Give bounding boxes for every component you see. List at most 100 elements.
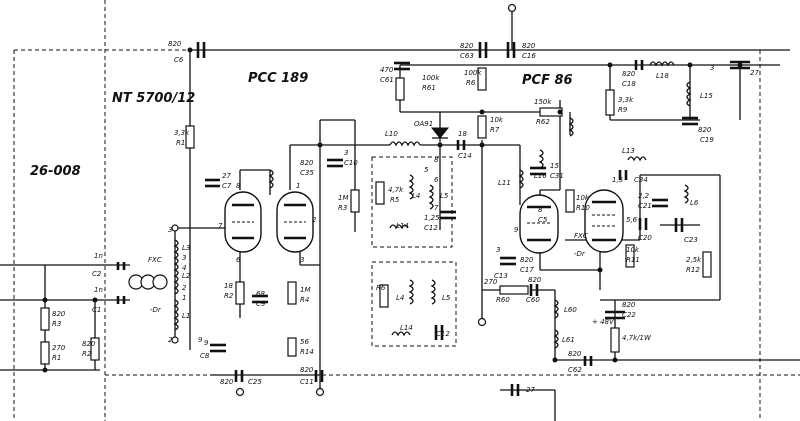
- label-l1: L1: [182, 312, 190, 320]
- label-c10-value: 3: [344, 149, 348, 157]
- label-r5-value: 4,7k: [388, 186, 404, 194]
- label-c12-name: C12: [424, 224, 438, 232]
- label-c8-name: C8: [200, 352, 210, 360]
- wiring: [0, 10, 800, 421]
- label-r3-value: 820: [52, 310, 66, 318]
- tube-pcc189-b: [276, 191, 314, 253]
- label-r1-name: R1: [176, 139, 185, 147]
- label-c6-value: 820: [168, 40, 182, 48]
- label-c61-name: C61: [380, 76, 394, 84]
- pin-3b: 3: [168, 226, 172, 234]
- label-c21-value: 2,2: [638, 192, 650, 200]
- label-r2-value: 18: [224, 282, 233, 290]
- label-c12-value: 1,25: [424, 214, 440, 222]
- label-r1b-name: R1: [52, 354, 61, 362]
- label-c7-name: C7: [222, 182, 232, 190]
- label-c61-value: 470: [380, 66, 394, 74]
- label-c13-value: 3: [496, 246, 500, 254]
- label-c35-value: 820: [300, 159, 314, 167]
- label-r2b-name: R2: [82, 350, 92, 358]
- label-c20-name: C20: [638, 234, 652, 242]
- label-r61-value: 100k: [422, 74, 440, 82]
- label-l13: L13: [622, 147, 635, 155]
- label-c5-name: C5: [538, 216, 548, 224]
- label-dr2: -Dr: [574, 250, 586, 258]
- label-r6-name: R6: [466, 79, 476, 87]
- label-r7-value: 10k: [490, 116, 504, 124]
- label-r4-name: R4: [300, 296, 309, 304]
- coils: [173, 61, 692, 349]
- label-c11-name: C11: [300, 378, 314, 386]
- label-c25-name: C25: [248, 378, 262, 386]
- label-c16-value: 820: [522, 42, 536, 50]
- label-l61: L61: [562, 336, 575, 344]
- pin-9b: 9: [198, 336, 203, 344]
- label-c17-name: C17: [520, 266, 534, 274]
- tube-pcf86-pentode: [584, 189, 624, 253]
- tube-pcc189-a: [224, 191, 262, 253]
- label-r1b-value: 270: [52, 344, 66, 352]
- pin-5: 5: [424, 166, 429, 174]
- reference-number: 26-008: [30, 164, 81, 179]
- label-r9-value: 3,3k: [618, 96, 634, 104]
- label-c62-value: 820: [568, 350, 582, 358]
- label-c2-name: C2: [92, 270, 102, 278]
- label-n27: 27: [750, 69, 759, 77]
- filter-box-lower: [371, 261, 457, 347]
- input-balun: [128, 274, 168, 290]
- label-r3b-value: 1M: [338, 194, 349, 202]
- pin-1a: 1: [296, 182, 300, 190]
- label-c27: 27: [526, 386, 535, 394]
- label-c20-value: 5,6: [626, 216, 638, 224]
- label-c31-name: C31: [550, 172, 564, 180]
- label-r12-value: 2,5k: [686, 256, 702, 264]
- label-c13-name: C13: [494, 272, 508, 280]
- label-l2: L2: [182, 272, 191, 280]
- label-l4b: L4: [396, 294, 404, 302]
- label-c10-name: C10: [344, 159, 358, 167]
- label-r9-name: R9: [618, 106, 628, 114]
- resistors: [40, 67, 712, 365]
- filter-box-upper: [371, 156, 453, 248]
- label-c7-value: 27: [222, 172, 231, 180]
- label-l18: L18: [656, 72, 669, 80]
- label-l10: L10: [385, 130, 398, 138]
- label-r5-name: R5: [390, 196, 400, 204]
- label-fxc2: FXC: [574, 232, 588, 240]
- label-l5b: L5: [442, 294, 451, 302]
- label-c9-name: C9: [256, 300, 266, 308]
- label-c1-name: C1: [92, 306, 101, 314]
- label-r3-name: R3: [52, 320, 61, 328]
- label-c62-name: C62: [568, 366, 582, 374]
- label-c21-name: C21: [638, 202, 652, 210]
- label-r14-value: 56: [300, 338, 309, 346]
- label-c63-value: 820: [460, 42, 474, 50]
- label-c34-name: C34: [634, 176, 648, 184]
- label-c35-name: C35: [300, 169, 314, 177]
- label-r6b: R6: [376, 284, 386, 292]
- label-c60-name: C60: [526, 296, 540, 304]
- headings: NT 5700/12 PCC 189 PCF 86 26-008: [30, 71, 573, 179]
- pin-7a: 7: [218, 222, 223, 230]
- coil-tap-2: 2: [182, 284, 187, 292]
- label-r61-name: R61: [422, 84, 436, 92]
- label-c1-value: 1n: [94, 286, 103, 294]
- pin-3a: 3: [300, 256, 304, 264]
- label-c8-value: 9: [204, 339, 209, 347]
- label-l5: L5: [440, 192, 449, 200]
- label-r4-value: 1M: [300, 286, 311, 294]
- tube-pcf86-heading: PCF 86: [522, 73, 573, 88]
- junctions: [42, 47, 743, 373]
- label-r13: 4,7k/1W: [622, 334, 652, 342]
- label-l14b: L14: [400, 324, 413, 332]
- pin-7: 7: [434, 204, 439, 212]
- pin-9: 9: [514, 226, 519, 234]
- pin-8: 8: [434, 156, 439, 164]
- label-r14-name: R14: [300, 348, 314, 356]
- label-c23: C23: [684, 236, 698, 244]
- pin-6a: 6: [236, 256, 241, 264]
- label-c22-name: C22: [622, 311, 636, 319]
- label-r11-value: 10k: [626, 246, 640, 254]
- label-c25-value: 820: [220, 378, 234, 386]
